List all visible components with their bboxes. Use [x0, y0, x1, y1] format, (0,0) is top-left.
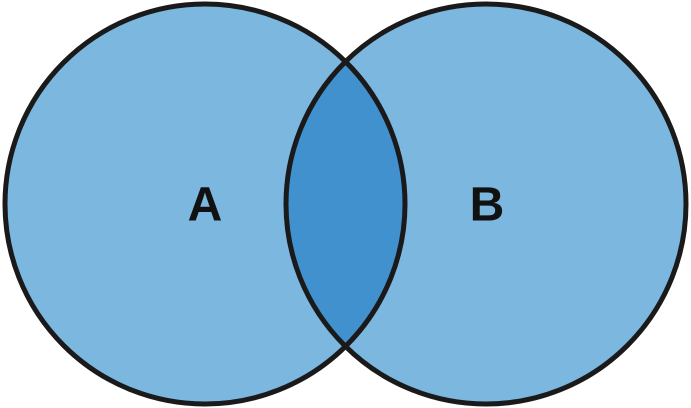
set-b-label: B [470, 179, 505, 232]
circle-set-a-outline [2, 1, 408, 407]
set-a-label: A [188, 179, 223, 232]
circle-set-a-fill[interactable] [5, 4, 405, 404]
circle-set-b-outline [283, 1, 689, 407]
circle-set-b-fill[interactable] [286, 4, 686, 404]
